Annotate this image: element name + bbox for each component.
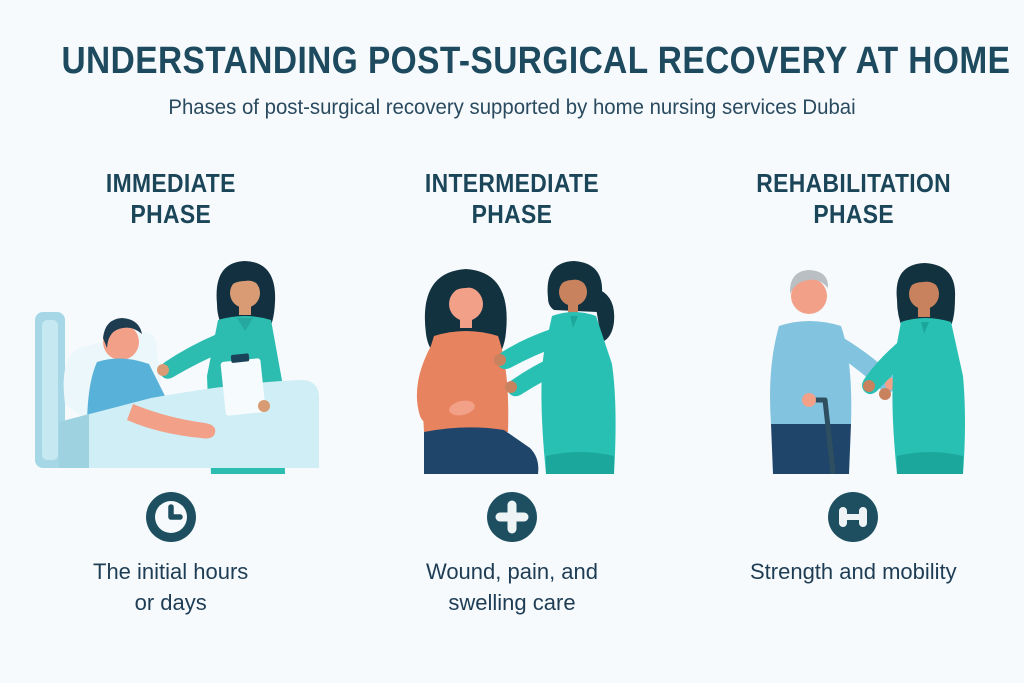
- phase-caption: The initial hours or days: [93, 557, 248, 619]
- phase-caption: Strength and mobility: [750, 557, 957, 588]
- caption-line2: swelling care: [448, 589, 576, 615]
- caption-line1: Wound, pain, and: [425, 559, 599, 584]
- phases-row: IMMEDIATE PHASE: [0, 168, 1024, 619]
- page-title: UNDERSTANDING POST-SURGICAL RECOVERY AT …: [61, 40, 1011, 82]
- caption-line1: The initial hours: [93, 559, 249, 584]
- caption-line2: or days: [134, 589, 207, 615]
- phase-title-line2: PHASE: [471, 198, 553, 229]
- clock-icon: [145, 492, 196, 542]
- patient-in-bed-illustration: [34, 261, 319, 474]
- header: UNDERSTANDING POST-SURGICAL RECOVERY AT …: [0, 0, 1024, 120]
- phase-title: IMMEDIATE PHASE: [106, 168, 236, 230]
- phase-caption: Wound, pain, and swelling care: [426, 557, 598, 619]
- phase-column-rehabilitation: REHABILITATION PHASE: [683, 168, 1024, 619]
- dumbbell-icon: [828, 492, 879, 542]
- phase-title: INTERMEDIATE PHASE: [425, 168, 599, 230]
- seated-patient-nurse-illustration: [416, 261, 616, 474]
- phase-column-intermediate: INTERMEDIATE PHASE: [341, 168, 682, 619]
- phase-column-immediate: IMMEDIATE PHASE: [0, 168, 341, 619]
- phase-title-line1: INTERMEDIATE: [424, 168, 600, 198]
- plus-icon: [486, 492, 537, 542]
- page-subtitle: Phases of post-surgical recovery support…: [168, 96, 856, 119]
- phase-title: REHABILITATION PHASE: [756, 168, 951, 230]
- elderly-walking-nurse-illustration: [770, 263, 966, 474]
- phase-title-line1: IMMEDIATE: [105, 168, 236, 198]
- caption-line1: Strength and mobility: [749, 559, 957, 584]
- phase-title-line2: PHASE: [130, 198, 211, 229]
- phase-title-line2: PHASE: [813, 198, 894, 229]
- phase-title-line1: REHABILITATION: [755, 168, 951, 198]
